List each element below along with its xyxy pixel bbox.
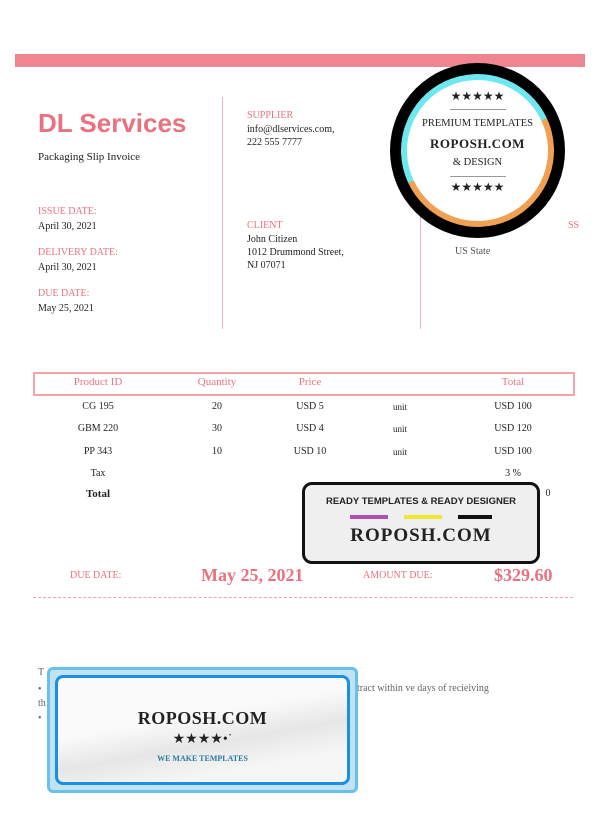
cell-unit: unit bbox=[392, 447, 408, 457]
badge-text: READY TEMPLATES & READY DESIGNER bbox=[325, 496, 517, 507]
tax-value: 3 % bbox=[505, 468, 521, 479]
shipping-label: SS bbox=[568, 220, 580, 231]
total-value: 0 bbox=[545, 488, 551, 499]
terms-bullet: • bbox=[38, 713, 42, 724]
col-quantity: Quantity bbox=[197, 376, 237, 388]
cell-product: CG 195 bbox=[82, 401, 114, 412]
terms-bullet: • bbox=[38, 684, 42, 695]
watermark-badge-circle: ★★★★★ PREMIUM TEMPLATES ROPOSH.COM & DES… bbox=[379, 52, 576, 249]
col-price: Price bbox=[298, 376, 322, 388]
terms-heading: T bbox=[38, 667, 45, 678]
supplier-email: info@dlservices.com, bbox=[247, 124, 335, 135]
cell-unit: unit bbox=[392, 402, 408, 412]
client-name: John Citizen bbox=[247, 234, 298, 245]
stars-icon: ★★★★★ bbox=[450, 89, 505, 103]
stars-icon: ★★★★•˙ bbox=[172, 732, 233, 747]
badge-text: PREMIUM TEMPLATES bbox=[422, 118, 533, 129]
due-date-label: DUE DATE: bbox=[38, 288, 90, 299]
delivery-date-value: April 30, 2021 bbox=[38, 262, 97, 273]
terms-line-continued: th bbox=[38, 698, 46, 709]
due-date-value: May 25, 2021 bbox=[38, 303, 94, 314]
cell-price: USD 4 bbox=[296, 423, 324, 434]
cell-total: USD 120 bbox=[494, 423, 532, 434]
cell-product: GBM 220 bbox=[77, 423, 119, 434]
divider bbox=[33, 597, 573, 598]
badge-brand: ROPOSH.COM bbox=[350, 525, 492, 546]
supplier-label: SUPPLIER bbox=[247, 110, 294, 121]
badge-text: & DESIGN bbox=[452, 157, 503, 168]
company-name: DL Services bbox=[38, 108, 187, 138]
document-subtitle: Packaging Slip Invoice bbox=[38, 151, 141, 163]
cell-total: USD 100 bbox=[494, 401, 532, 412]
badge-brand: ROPOSH.COM bbox=[430, 136, 525, 151]
cell-price: USD 10 bbox=[293, 446, 327, 457]
cell-product: PP 343 bbox=[83, 446, 113, 457]
cell-total: USD 100 bbox=[494, 446, 532, 457]
issue-date-label: ISSUE DATE: bbox=[38, 206, 97, 217]
cell-qty: 10 bbox=[212, 446, 222, 457]
summary-due-label: DUE DATE: bbox=[70, 570, 122, 581]
badge-text: WE MAKE TEMPLATES bbox=[157, 754, 248, 763]
col-product-id: Product ID bbox=[73, 376, 123, 388]
supplier-phone: 222 555 7777 bbox=[247, 137, 302, 148]
watermark-badge-ticket: ROPOSH.COM ★★★★•˙ WE MAKE TEMPLATES bbox=[47, 667, 358, 793]
col-total: Total bbox=[501, 376, 525, 388]
delivery-date-label: DELIVERY DATE: bbox=[38, 247, 118, 258]
client-street: 1012 Drummond Street, bbox=[247, 247, 344, 258]
client-label: CLIENT bbox=[247, 220, 283, 231]
cell-qty: 30 bbox=[212, 423, 222, 434]
watermark-badge-rect: READY TEMPLATES & READY DESIGNER ROPOSH.… bbox=[302, 482, 540, 564]
column-divider bbox=[222, 97, 223, 329]
summary-due-value: May 25, 2021 bbox=[201, 565, 304, 585]
cell-unit: unit bbox=[392, 424, 408, 434]
cell-price: USD 5 bbox=[296, 401, 324, 412]
amount-due-value: $329.60 bbox=[494, 565, 553, 585]
shipping-value: US State bbox=[455, 246, 491, 257]
terms-line: tract within ve days of recieiving bbox=[357, 683, 489, 694]
issue-date-value: April 30, 2021 bbox=[38, 221, 97, 232]
table-header bbox=[33, 372, 575, 396]
total-label: Total bbox=[85, 488, 111, 500]
client-city: NJ 07071 bbox=[247, 260, 286, 271]
stars-icon: ★★★★★ bbox=[450, 180, 505, 194]
cell-qty: 20 bbox=[212, 401, 222, 412]
tax-label: Tax bbox=[90, 468, 106, 479]
amount-due-label: AMOUNT DUE: bbox=[363, 570, 433, 581]
badge-brand: ROPOSH.COM bbox=[137, 708, 268, 728]
header-bar bbox=[15, 54, 585, 67]
